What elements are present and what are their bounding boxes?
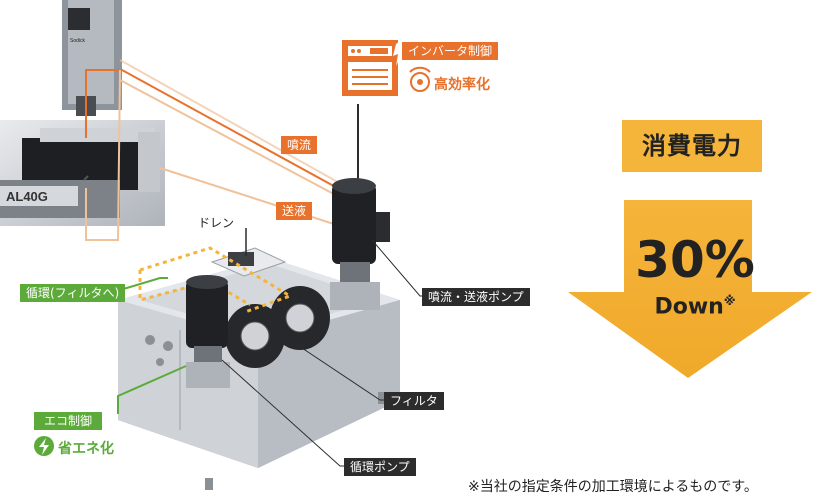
high-efficiency-label: 高効率化 bbox=[434, 74, 490, 94]
gear-efficiency-icon bbox=[410, 68, 430, 91]
send-liquid-label: 送液 bbox=[276, 202, 312, 220]
circulation-to-filter-label: 循環(フィルタへ) bbox=[20, 284, 125, 302]
edm-machine: AL40G Sodick bbox=[0, 0, 165, 226]
power-consumption-badge: 消費電力 bbox=[622, 120, 762, 172]
reduction-percent: 30% bbox=[605, 232, 785, 288]
control-panel-icon bbox=[342, 40, 404, 96]
filter-label: フィルタ bbox=[384, 392, 444, 410]
reduction-down-text: Down※ bbox=[605, 288, 785, 320]
circulation-pump-label: 循環ポンプ bbox=[344, 458, 416, 476]
energy-saving-label: 省エネ化 bbox=[58, 438, 114, 458]
circulation-pump bbox=[186, 275, 230, 388]
inverter-label: インバータ制御 bbox=[402, 42, 498, 60]
machine-model-text: AL40G bbox=[6, 189, 48, 204]
down-note-mark: ※ bbox=[724, 294, 736, 308]
drain-label: ドレン bbox=[198, 214, 234, 231]
brand-logo-mark bbox=[68, 8, 90, 30]
footnote: ※当社の指定条件の加工環境によるものです。 bbox=[468, 476, 758, 496]
machine-brand-text: Sodick bbox=[70, 38, 86, 44]
down-word: Down bbox=[654, 294, 723, 319]
leaf-bolt-icon bbox=[34, 436, 54, 456]
jet-flow-label: 噴流 bbox=[281, 136, 317, 154]
eco-control-label: エコ制御 bbox=[34, 412, 102, 430]
jet-send-pump-label: 噴流・送液ポンプ bbox=[422, 288, 530, 306]
jet-send-pump bbox=[330, 178, 390, 310]
